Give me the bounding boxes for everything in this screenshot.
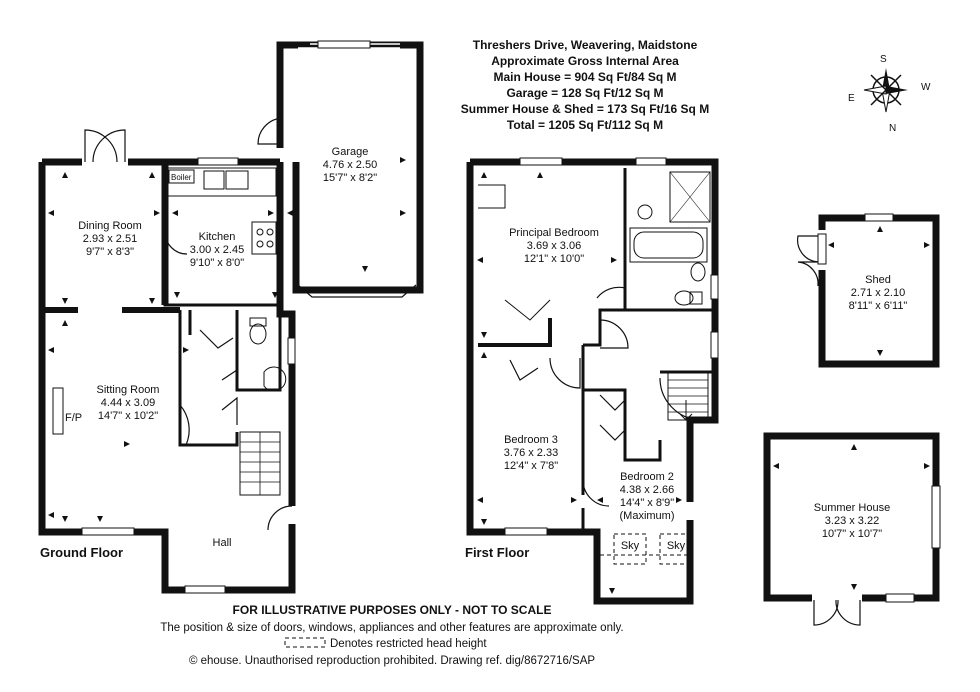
summer-house-name: Summer House bbox=[814, 502, 890, 514]
boiler-label: Boiler bbox=[171, 173, 192, 182]
bedroom-3-imperial: 12'4" x 7'8" bbox=[504, 460, 558, 472]
summer-house-imperial: 10'7" x 10'7" bbox=[822, 528, 882, 540]
principal-bedroom-name: Principal Bedroom bbox=[509, 227, 599, 239]
bedroom-2-name: Bedroom 2 bbox=[620, 471, 674, 483]
disclaimer-note: The position & size of doors, windows, a… bbox=[160, 622, 623, 634]
garage-imperial: 15'7" x 8'2" bbox=[323, 172, 377, 184]
bedroom-3-metric: 3.76 x 2.33 bbox=[504, 447, 558, 459]
sitting-room-metric: 4.44 x 3.09 bbox=[101, 397, 155, 409]
first-floor-label: First Floor bbox=[465, 545, 529, 560]
compass-e: E bbox=[848, 93, 855, 104]
summer-house-plan: Summer House 3.23 x 3.22 10'7" x 10'7" bbox=[763, 432, 941, 626]
garage-name: Garage bbox=[332, 146, 369, 158]
summer-house-metric: 3.23 x 3.22 bbox=[825, 515, 879, 527]
compass-icon: S E W N bbox=[848, 54, 931, 134]
dining-room-imperial: 9'7" x 8'3" bbox=[86, 246, 134, 258]
area-main-house: Main House = 904 Sq Ft/84 Sq M bbox=[493, 70, 676, 84]
compass-n: N bbox=[889, 123, 896, 134]
ground-floor-plan bbox=[38, 40, 424, 594]
area-total: Total = 1205 Sq Ft/112 Sq M bbox=[507, 118, 663, 132]
shed-metric: 2.71 x 2.10 bbox=[851, 287, 905, 299]
area-summer-shed: Summer House & Shed = 173 Sq Ft/16 Sq M bbox=[461, 102, 709, 116]
bedroom-2-imperial: 14'4" x 8'9" bbox=[620, 497, 674, 509]
sitting-room-imperial: 14'7" x 10'2" bbox=[98, 410, 158, 422]
shed-imperial: 8'11" x 6'11" bbox=[849, 300, 908, 312]
garage-metric: 4.76 x 2.50 bbox=[323, 159, 377, 171]
first-floor-labels: Principal Bedroom 3.69 x 3.06 12'1" x 10… bbox=[465, 227, 686, 560]
address-title: Threshers Drive, Weavering, Maidstone bbox=[473, 38, 698, 52]
area-garage: Garage = 128 Sq Ft/12 Sq M bbox=[506, 86, 663, 100]
skylight-1-label: Sky bbox=[621, 540, 640, 552]
hall-label: Hall bbox=[213, 537, 232, 549]
footer-block: FOR ILLUSTRATIVE PURPOSES ONLY - NOT TO … bbox=[160, 603, 623, 667]
copyright-text: © ehouse. Unauthorised reproduction proh… bbox=[189, 655, 595, 667]
first-floor-plan bbox=[466, 157, 719, 605]
bedroom-2-metric: 4.38 x 2.66 bbox=[620, 484, 674, 496]
shed-name: Shed bbox=[865, 274, 891, 286]
dining-room-name: Dining Room bbox=[78, 220, 142, 232]
kitchen-metric: 3.00 x 2.45 bbox=[190, 244, 244, 256]
principal-bedroom-imperial: 12'1" x 10'0" bbox=[524, 253, 584, 265]
principal-bedroom-metric: 3.69 x 3.06 bbox=[527, 240, 581, 252]
ground-floor-labels: Dining Room 2.93 x 2.51 9'7" x 8'3" Kitc… bbox=[40, 146, 377, 560]
bedroom-2-note: (Maximum) bbox=[620, 510, 675, 522]
disclaimer-title: FOR ILLUSTRATIVE PURPOSES ONLY - NOT TO … bbox=[233, 603, 552, 617]
kitchen-imperial: 9'10" x 8'0" bbox=[190, 257, 244, 269]
skylight-2-label: Sky bbox=[667, 540, 686, 552]
restricted-legend-text: Denotes restricted head height bbox=[330, 638, 487, 650]
kitchen-name: Kitchen bbox=[199, 231, 236, 243]
header-block: Threshers Drive, Weavering, Maidstone Ap… bbox=[461, 38, 709, 132]
fireplace-label: F/P bbox=[65, 412, 82, 424]
sitting-room-name: Sitting Room bbox=[97, 384, 160, 396]
bedroom-3-name: Bedroom 3 bbox=[504, 434, 558, 446]
compass-s: S bbox=[880, 54, 887, 65]
dining-room-metric: 2.93 x 2.51 bbox=[83, 233, 137, 245]
area-title: Approximate Gross Internal Area bbox=[491, 54, 679, 68]
compass-w: W bbox=[921, 82, 931, 93]
shed-plan: Shed 2.71 x 2.10 8'11" x 6'11" bbox=[797, 213, 940, 368]
ground-floor-label: Ground Floor bbox=[40, 545, 123, 560]
restricted-head-height-legend-icon bbox=[284, 637, 326, 648]
